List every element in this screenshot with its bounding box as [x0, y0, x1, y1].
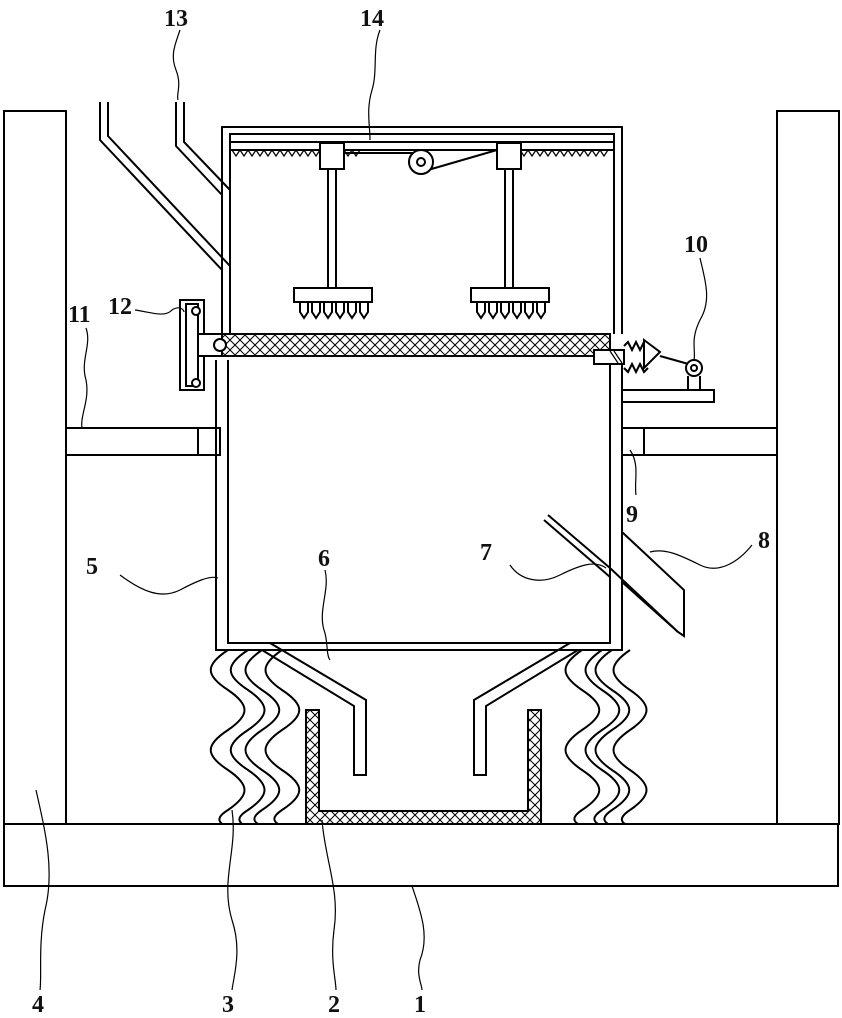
- label-10: 10: [684, 232, 708, 258]
- label-3: 3: [222, 992, 234, 1018]
- spring-right-inner: [566, 650, 620, 824]
- crusher-rod-left: [294, 169, 372, 318]
- spring-left-outer: [211, 650, 265, 824]
- label-2: 2: [328, 992, 340, 1018]
- slider-left: [320, 143, 344, 169]
- right-support-arm: [622, 428, 777, 455]
- label-12: 12: [108, 294, 132, 320]
- collection-tray: [306, 710, 541, 824]
- slider-right: [497, 143, 521, 169]
- main-box: [216, 360, 622, 650]
- base-plate: [4, 824, 838, 886]
- right-frame-post: [777, 111, 839, 824]
- spring-right-outer: [596, 650, 647, 824]
- crusher-rod-right: [471, 169, 549, 318]
- left-support-arm: [66, 428, 220, 455]
- left-frame-post: [4, 111, 66, 824]
- label-9: 9: [626, 502, 638, 528]
- label-14: 14: [360, 6, 384, 32]
- label-6: 6: [318, 546, 330, 572]
- label-1: 1: [414, 992, 426, 1018]
- drive-wheel: [409, 150, 433, 174]
- spring-left-inner: [246, 650, 300, 824]
- filter-screen: [198, 334, 610, 356]
- side-drive-mechanism: [594, 340, 714, 402]
- label-5: 5: [86, 554, 98, 580]
- label-4: 4: [32, 992, 44, 1018]
- label-8: 8: [758, 528, 770, 554]
- label-7: 7: [480, 540, 492, 566]
- label-13: 13: [164, 6, 188, 32]
- hinge-bracket: [180, 300, 226, 390]
- label-11: 11: [68, 302, 91, 328]
